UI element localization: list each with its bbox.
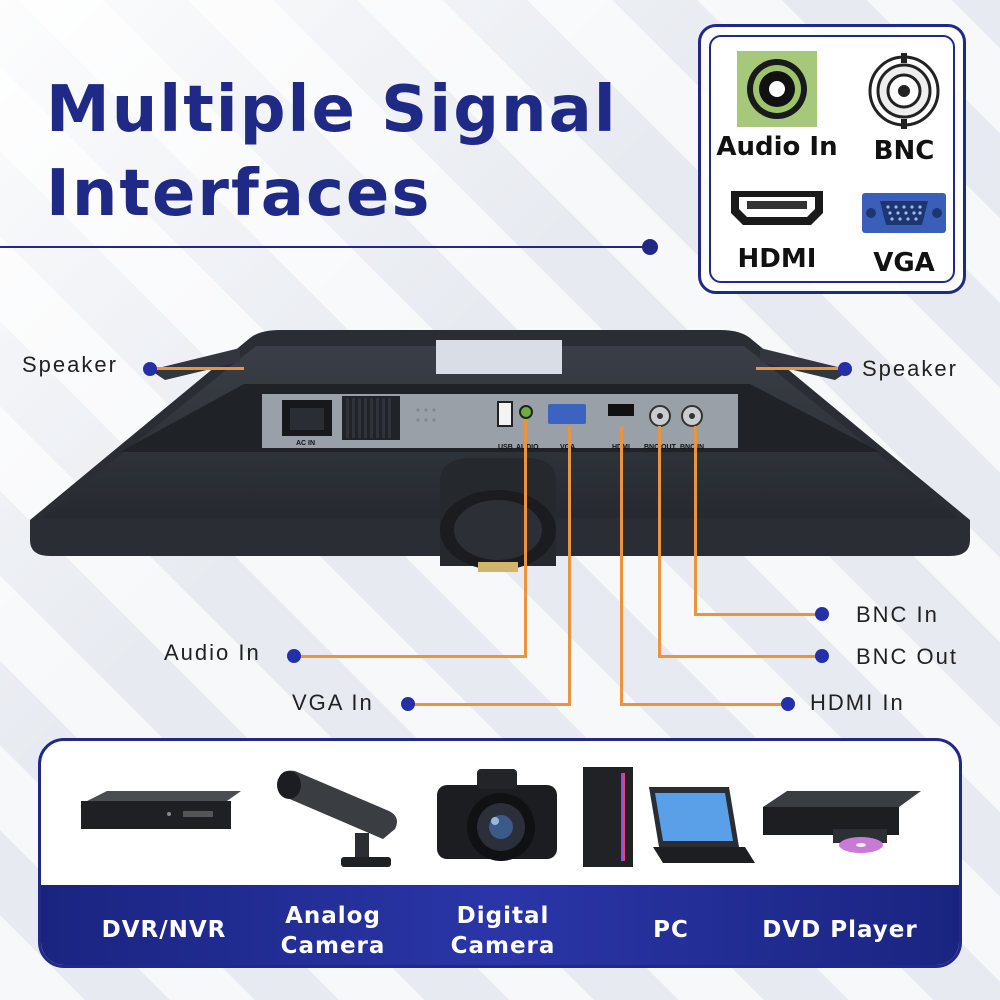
dot-speaker-left: [143, 362, 157, 376]
dvr-recorder-icon: [81, 791, 241, 829]
leader-bnc-out-horizontal: [658, 655, 820, 658]
hdmi-port-icon: [731, 191, 823, 225]
device-label-dvr: DVR/NVR: [71, 915, 257, 945]
dslr-camera-icon: [437, 769, 557, 861]
callout-speaker-right: Speaker: [862, 356, 958, 381]
legend-label-hdmi: HDMI: [737, 244, 817, 274]
device-label-digital-line1: Digital: [456, 903, 550, 929]
legend-label-vga: VGA: [873, 248, 935, 278]
device-label-digital-camera: Digital Camera: [417, 901, 589, 961]
leader-bnc-out-vertical: [658, 426, 661, 658]
device-label-analog-camera: Analog Camera: [247, 901, 419, 961]
device-label-pc-line1: PC: [653, 917, 689, 943]
desktop-laptop-icon: [583, 767, 755, 867]
legend-label-audio: Audio In: [716, 132, 838, 162]
bnc-connector-icon: [868, 53, 940, 129]
leader-speaker-right: [756, 367, 844, 370]
device-label-dvd-player: DVD Player: [747, 915, 933, 945]
dot-hdmi-in: [781, 697, 795, 711]
vga-port-icon: [862, 193, 946, 233]
title-underline-dot: [642, 239, 658, 255]
leader-hdmi-horizontal: [620, 703, 788, 706]
page-title: Multiple Signal Interfaces: [46, 68, 618, 236]
dot-bnc-out: [815, 649, 829, 663]
leader-hdmi-vertical: [620, 426, 623, 706]
leader-vga-vertical: [568, 426, 571, 706]
device-label-pc: PC: [601, 915, 741, 945]
dot-audio-in: [287, 649, 301, 663]
port-label-ac-in: AC IN: [296, 440, 316, 447]
leader-speaker-left: [156, 367, 244, 370]
audio-jack-icon: [737, 51, 817, 127]
callout-speaker-left: Speaker: [22, 352, 118, 377]
title-underline: [0, 246, 650, 248]
title-line-1: Multiple Signal: [46, 73, 618, 147]
leader-audio-horizontal: [300, 655, 527, 658]
leader-bnc-in-vertical: [694, 426, 697, 616]
legend-item-vga: VGA: [845, 193, 963, 278]
leader-audio-vertical: [524, 420, 527, 658]
port-label-vga: VGA: [560, 444, 575, 451]
device-label-dvd-line1: DVD Player: [762, 917, 918, 943]
device-label-digital-line2: Camera: [450, 933, 556, 959]
dot-speaker-right: [838, 362, 852, 376]
callout-bnc-in: BNC In: [856, 602, 939, 627]
legend-item-audio: Audio In: [713, 51, 841, 162]
legend-label-bnc: BNC: [873, 136, 935, 166]
port-label-audio: AUDIO: [516, 444, 539, 451]
dot-vga-in: [401, 697, 415, 711]
callout-bnc-out: BNC Out: [856, 644, 959, 669]
legend-item-hdmi: HDMI: [713, 187, 841, 274]
callout-vga-in: VGA In: [292, 690, 374, 715]
devices-label-band: [41, 885, 959, 965]
device-label-analog-line1: Analog: [285, 903, 381, 929]
title-line-2: Interfaces: [46, 157, 432, 231]
port-label-bnc-in: BNC IN: [680, 444, 705, 451]
device-label-analog-line2: Camera: [280, 933, 386, 959]
device-label-dvr-line1: DVR/NVR: [101, 917, 227, 943]
legend-item-bnc: BNC: [845, 51, 963, 166]
interface-legend-inner: Audio In BNC HDMI: [709, 35, 955, 283]
port-label-usb: USB: [498, 444, 513, 451]
dot-bnc-in: [815, 607, 829, 621]
callout-hdmi-in: HDMI In: [810, 690, 905, 715]
leader-vga-horizontal: [414, 703, 571, 706]
dvd-player-icon: [763, 791, 921, 853]
callout-audio-in: Audio In: [164, 640, 261, 665]
interface-legend: Audio In BNC HDMI: [698, 24, 966, 294]
compatible-devices-panel: DVR/NVR Analog Camera Digital Camera PC …: [38, 738, 962, 968]
leader-bnc-in-horizontal: [694, 613, 820, 616]
cctv-camera-icon: [277, 770, 397, 867]
